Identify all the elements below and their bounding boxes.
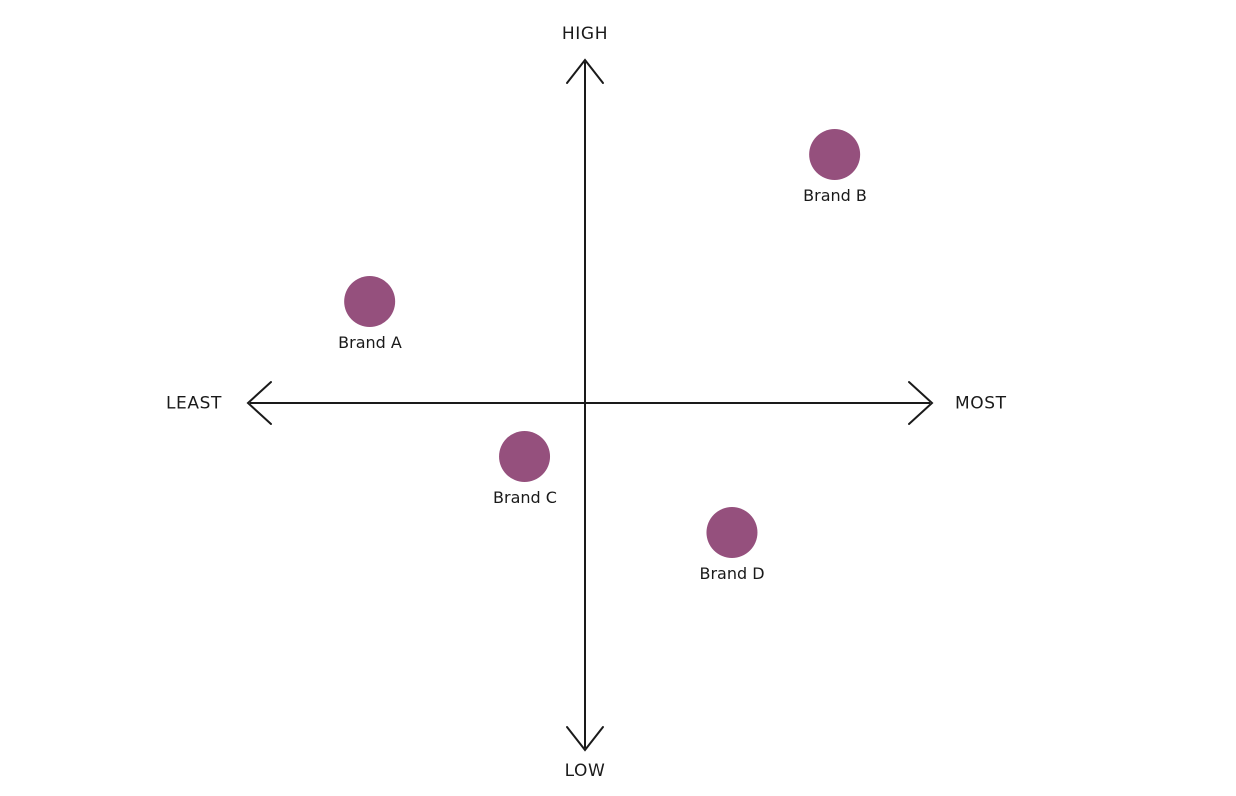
axis-label-high: HIGH <box>561 24 609 44</box>
data-point-brand-d[interactable]: Brand D <box>699 507 765 583</box>
axis-label-low: LOW <box>564 761 606 781</box>
bubble-label: Brand A <box>338 333 402 352</box>
arrowhead-down-icon <box>566 726 604 752</box>
bubble-marker <box>499 431 551 482</box>
data-point-brand-b[interactable]: Brand B <box>803 129 867 204</box>
bubble-marker <box>809 129 861 180</box>
arrowhead-right-icon <box>908 381 934 425</box>
bubble-marker <box>344 276 396 327</box>
data-point-brand-a[interactable]: Brand A <box>338 276 402 351</box>
axis-label-most: MOST <box>955 393 1007 414</box>
data-point-brand-c[interactable]: Brand C <box>493 431 557 506</box>
bubble-marker <box>706 507 758 558</box>
bubble-label: Brand D <box>699 564 765 583</box>
bubble-label: Brand B <box>803 186 867 205</box>
arrowhead-up-icon <box>566 58 604 84</box>
arrowhead-left-icon <box>246 381 272 425</box>
axis-label-least: LEAST <box>165 393 222 414</box>
bubble-label: Brand C <box>493 488 557 507</box>
